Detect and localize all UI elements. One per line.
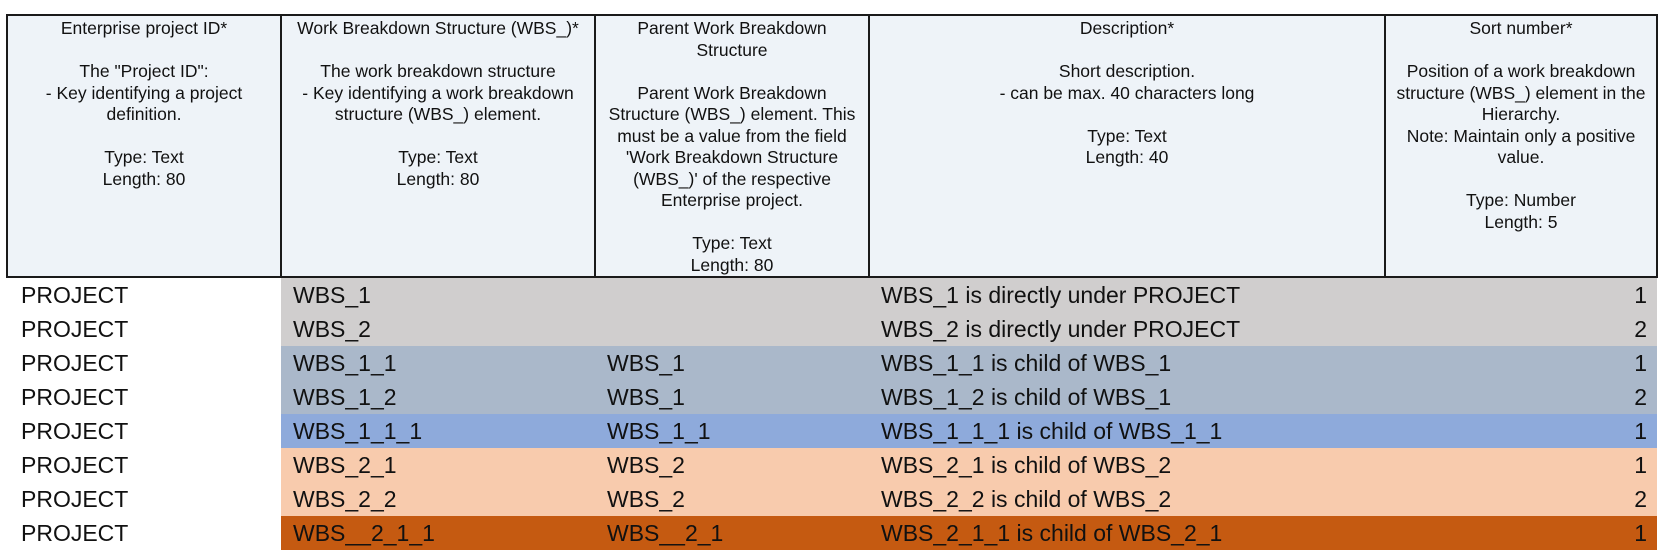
cell-description[interactable]: WBS_1_2 is child of WBS_1	[869, 380, 1385, 414]
wbs-spreadsheet: Enterprise project ID* The "Project ID":…	[6, 14, 1658, 550]
cell-parent-wbs[interactable]: WBS_1	[595, 346, 869, 380]
cell-parent-wbs[interactable]	[595, 277, 869, 312]
cell-project-id[interactable]: PROJECT	[7, 380, 281, 414]
cell-sort-number[interactable]: 1	[1385, 448, 1657, 482]
header-wbs[interactable]: Work Breakdown Structure (WBS_)* The wor…	[280, 14, 596, 278]
cell-wbs[interactable]: WBS_2	[281, 312, 595, 346]
header-sort-number[interactable]: Sort number* Position of a work breakdow…	[1384, 14, 1658, 278]
cell-wbs[interactable]: WBS_1_1_1	[281, 414, 595, 448]
cell-wbs[interactable]: WBS_1_2	[281, 380, 595, 414]
cell-project-id[interactable]: PROJECT	[7, 516, 281, 550]
cell-description[interactable]: WBS_2_2 is child of WBS_2	[869, 482, 1385, 516]
cell-wbs[interactable]: WBS_2_1	[281, 448, 595, 482]
cell-description[interactable]: WBS_1_1 is child of WBS_1	[869, 346, 1385, 380]
header-description[interactable]: Description* Short description. - can be…	[868, 14, 1386, 278]
table-row: PROJECT WBS_1_1 WBS_1 WBS_1_1 is child o…	[7, 346, 1657, 380]
header-row: Enterprise project ID* The "Project ID":…	[6, 14, 1658, 278]
cell-project-id[interactable]: PROJECT	[7, 277, 281, 312]
cell-parent-wbs[interactable]	[595, 312, 869, 346]
cell-project-id[interactable]: PROJECT	[7, 414, 281, 448]
cell-project-id[interactable]: PROJECT	[7, 482, 281, 516]
table-row: PROJECT WBS_2_1 WBS_2 WBS_2_1 is child o…	[7, 448, 1657, 482]
table-row: PROJECT WBS_2_2 WBS_2 WBS_2_2 is child o…	[7, 482, 1657, 516]
cell-parent-wbs[interactable]: WBS_1_1	[595, 414, 869, 448]
cell-parent-wbs[interactable]: WBS_1	[595, 380, 869, 414]
table-row: PROJECT WBS_2 WBS_2 is directly under PR…	[7, 312, 1657, 346]
table-row: PROJECT WBS_1 WBS_1 is directly under PR…	[7, 277, 1657, 312]
cell-project-id[interactable]: PROJECT	[7, 312, 281, 346]
cell-sort-number[interactable]: 2	[1385, 482, 1657, 516]
cell-wbs[interactable]: WBS_1_1	[281, 346, 595, 380]
cell-sort-number[interactable]: 1	[1385, 414, 1657, 448]
cell-description[interactable]: WBS_2 is directly under PROJECT	[869, 312, 1385, 346]
cell-parent-wbs[interactable]: WBS__2_1	[595, 516, 869, 550]
wbs-table: Enterprise project ID* The "Project ID":…	[6, 14, 1658, 550]
table-row: PROJECT WBS__2_1_1 WBS__2_1 WBS_2_1_1 is…	[7, 516, 1657, 550]
cell-wbs[interactable]: WBS_2_2	[281, 482, 595, 516]
cell-description[interactable]: WBS_2_1_1 is child of WBS_2_1	[869, 516, 1385, 550]
cell-description[interactable]: WBS_1 is directly under PROJECT	[869, 277, 1385, 312]
cell-sort-number[interactable]: 1	[1385, 277, 1657, 312]
table-row: PROJECT WBS_1_2 WBS_1 WBS_1_2 is child o…	[7, 380, 1657, 414]
cell-sort-number[interactable]: 2	[1385, 380, 1657, 414]
cell-description[interactable]: WBS_1_1_1 is child of WBS_1_1	[869, 414, 1385, 448]
cell-sort-number[interactable]: 1	[1385, 516, 1657, 550]
header-project-id[interactable]: Enterprise project ID* The "Project ID":…	[6, 14, 282, 278]
cell-wbs[interactable]: WBS__2_1_1	[281, 516, 595, 550]
cell-parent-wbs[interactable]: WBS_2	[595, 448, 869, 482]
cell-project-id[interactable]: PROJECT	[7, 346, 281, 380]
header-parent-wbs[interactable]: Parent Work Breakdown Structure Parent W…	[594, 14, 870, 278]
cell-parent-wbs[interactable]: WBS_2	[595, 482, 869, 516]
cell-project-id[interactable]: PROJECT	[7, 448, 281, 482]
cell-wbs[interactable]: WBS_1	[281, 277, 595, 312]
cell-sort-number[interactable]: 1	[1385, 346, 1657, 380]
table-row: PROJECT WBS_1_1_1 WBS_1_1 WBS_1_1_1 is c…	[7, 414, 1657, 448]
cell-description[interactable]: WBS_2_1 is child of WBS_2	[869, 448, 1385, 482]
cell-sort-number[interactable]: 2	[1385, 312, 1657, 346]
